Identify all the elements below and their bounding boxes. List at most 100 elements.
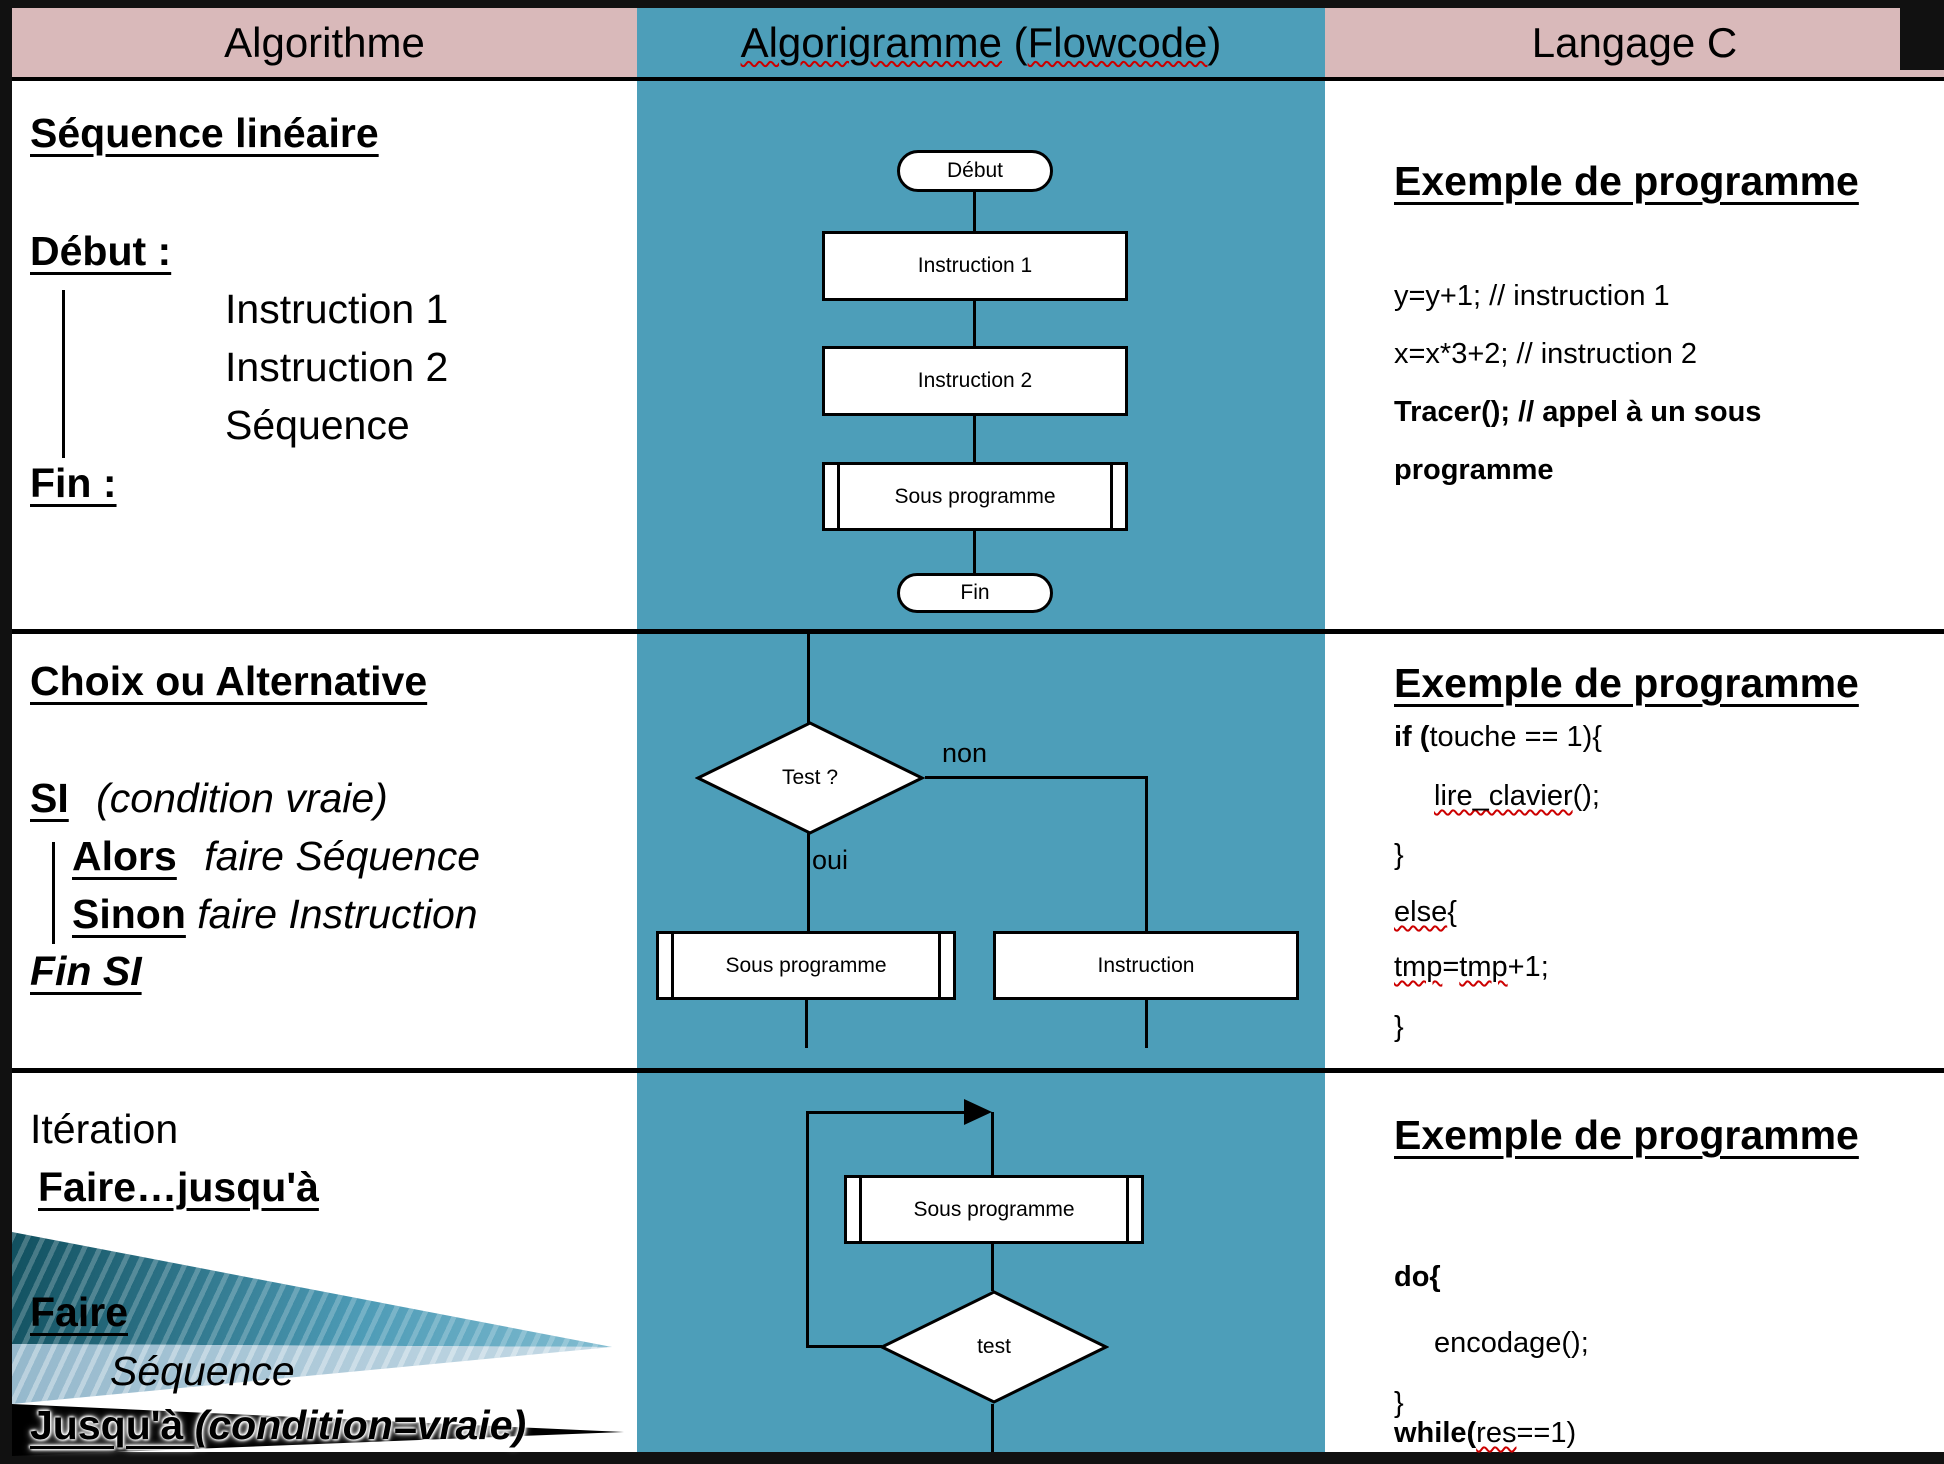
flow2-decision-label: Test ?: [781, 766, 839, 789]
code3-heading: Exemple de programme: [1394, 1112, 1859, 1158]
code2-else: else: [1394, 896, 1448, 928]
flow2-decision-shape: [695, 721, 925, 835]
flow3-subprogram-label: Sous programme: [913, 1197, 1075, 1221]
header-flowcode-end: ): [1207, 18, 1222, 66]
flow1-process-1-label: Instruction 1: [917, 254, 1033, 277]
flow2-subprogram: Sous programme: [656, 931, 956, 1000]
code3-while-keyword: while(: [1394, 1417, 1477, 1449]
flow2-instruction-label: Instruction: [1097, 953, 1195, 977]
code3-call-line: encodage();: [1434, 1327, 1589, 1359]
flow2-entry-line: [807, 634, 810, 724]
flow2-instruction: Instruction: [993, 931, 1299, 1000]
code1-line-4: programme: [1394, 454, 1554, 486]
code3-brace: }: [1394, 1387, 1404, 1419]
header-flowcode-word2: Flowcode: [1027, 18, 1208, 66]
iteration-faire: Faire: [30, 1289, 128, 1335]
choice-alors-line: Alors faire Séquence: [72, 833, 480, 880]
flow2-instr-exit-line: [1145, 1000, 1148, 1048]
seq-sequence: Séquence: [225, 402, 410, 448]
flow2-non-branch-h: [925, 776, 1148, 779]
flow1-start-terminal: Début: [897, 150, 1053, 192]
flow2-sub-exit-line: [805, 1000, 808, 1048]
choice-alors: Alors: [72, 833, 177, 879]
header-divider: [12, 77, 1944, 81]
code2-tmp-1: tmp: [1394, 951, 1443, 983]
header-cell-langage-c: Langage C: [1325, 8, 1944, 77]
iteration-title: Faire…jusqu'à: [38, 1164, 319, 1210]
flow1-start-label: Début: [946, 159, 1004, 182]
code2-if-rest: touche == 1){: [1429, 721, 1602, 753]
flow3-sub-to-test-line: [991, 1244, 994, 1291]
seq-title: Séquence linéaire: [30, 110, 379, 156]
code2-if-line: if (touche == 1){: [1394, 721, 1602, 754]
seq-instruction-2: Instruction 2: [225, 344, 449, 390]
iteration-jusqua-cond: (condition=vraie): [194, 1402, 527, 1448]
choice-si-cond: (condition vraie): [84, 775, 388, 821]
code2-tmp-eq: =: [1442, 951, 1460, 983]
flow3-subprogram: Sous programme: [844, 1175, 1144, 1244]
flow2-subprogram-label: Sous programme: [725, 953, 887, 977]
iteration-jusqua: Jusqu'à: [30, 1402, 195, 1448]
flow1-process-2: Instruction 2: [822, 346, 1128, 416]
seq-instruction-1: Instruction 1: [225, 286, 449, 332]
row-divider-1: [12, 629, 1944, 634]
code2-call-line: lire_clavier();: [1434, 780, 1600, 813]
flow1-subprogram: Sous programme: [822, 462, 1128, 531]
top-right-corner: [1900, 0, 1944, 70]
seq-debut: Début :: [30, 228, 172, 274]
flow2-decision: Test ?: [695, 721, 925, 835]
choice-title: Choix ou Alternative: [30, 658, 428, 704]
flow3-exit-line: [991, 1404, 994, 1452]
code1-line-1: y=y+1; // instruction 1: [1394, 280, 1670, 312]
iteration-label: Itération: [30, 1106, 179, 1152]
header-cell-flowcode: Algorigramme (Flowcode): [637, 8, 1325, 77]
code2-tmp-2: tmp: [1459, 951, 1508, 983]
flow3-loop-top-line: [806, 1111, 968, 1114]
code2-else-line: else{: [1394, 896, 1457, 929]
flow3-entry-line: [991, 1112, 994, 1175]
choice-alors-rest: faire Séquence: [192, 833, 481, 879]
header-flowcode-word1: Algorigramme: [740, 18, 1002, 66]
code3-do-line: do{: [1394, 1261, 1441, 1293]
choice-sinon: Sinon: [72, 891, 186, 937]
choice-si-line: SI (condition vraie): [30, 775, 388, 822]
seq-fin: Fin :: [30, 460, 117, 506]
flow3-decision: test: [879, 1290, 1109, 1404]
choice-bracket-line: [52, 842, 55, 944]
header-cell-algorithme: Algorithme: [12, 8, 637, 77]
flow3-loop-left-line: [806, 1113, 809, 1348]
flow2-oui-branch: [807, 833, 810, 933]
corner-decoration: [12, 1232, 634, 1456]
choice-si: SI: [30, 775, 69, 821]
code1-line-3: Tracer(); // appel à un sous: [1394, 396, 1762, 428]
flow2-oui-label: oui: [812, 845, 849, 875]
code2-call: lire_clavier: [1434, 780, 1573, 812]
flow3-loop-bottom-line: [806, 1345, 882, 1348]
iteration-jusqua-line: Jusqu'à (condition=vraie): [30, 1402, 526, 1449]
flow1-process-2-label: Instruction 2: [917, 369, 1033, 392]
code2-tmp-line: tmp=tmp+1;: [1394, 951, 1549, 984]
flow3-decision-label: test: [977, 1335, 1011, 1358]
code2-if-keyword: if (: [1394, 721, 1430, 753]
code2-brace-1: }: [1394, 839, 1404, 871]
iteration-sequence: Séquence: [110, 1348, 295, 1394]
flow1-process-1: Instruction 1: [822, 231, 1128, 301]
flow1-subprogram-label: Sous programme: [894, 484, 1056, 508]
seq-bracket-line: [62, 290, 65, 458]
header-flowcode-sep: (: [1002, 18, 1028, 66]
code2-tmp-rest: +1;: [1507, 951, 1549, 983]
code2-else-rest: {: [1447, 896, 1457, 928]
code2-brace-2: }: [1394, 1011, 1404, 1043]
choice-finsi: Fin SI: [30, 948, 142, 994]
code3-while-arg: res: [1476, 1417, 1517, 1449]
flow2-non-label: non: [942, 738, 988, 768]
top-border: [0, 0, 1944, 8]
header-langage-c-label: Langage C: [1531, 18, 1738, 66]
flow2-non-branch-v: [1145, 778, 1148, 933]
flow3-loop-arrowhead: [964, 1099, 992, 1125]
flow3-decision-shape: [879, 1290, 1109, 1404]
left-border: [0, 0, 12, 1464]
header-algorithme-label: Algorithme: [224, 18, 425, 66]
flow1-end-label: Fin: [960, 581, 990, 604]
